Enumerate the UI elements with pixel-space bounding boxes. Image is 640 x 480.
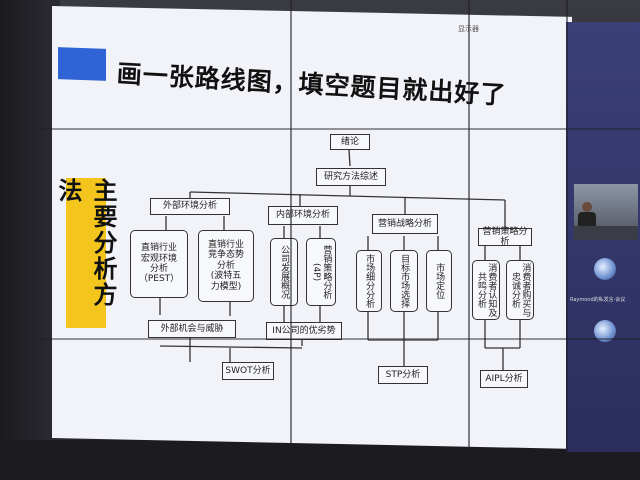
node-positioning: 市场定位 (426, 250, 452, 312)
participant-desk (574, 226, 638, 240)
node-methods: 研究方法综述 (316, 168, 386, 186)
node-company: 公司发展概况 (270, 238, 298, 306)
node-awareness: 消费者认知及共鸣分析 (472, 260, 500, 320)
globe-avatar-icon (594, 320, 616, 342)
node-pest: 直销行业 宏观环境 分析 （PEST） (130, 230, 188, 298)
left-wall-edge (0, 0, 60, 480)
screen-bezel-horizontal (40, 128, 640, 130)
node-purchase: 消费者购买与忠诚分析 (506, 260, 534, 320)
node-intro: 绪论 (330, 134, 370, 150)
node-opportunities: 外部机会与威胁 (148, 320, 236, 338)
screen-bezel-horizontal (40, 338, 640, 340)
node-target: 目标市场选择 (390, 250, 418, 312)
screen-bezel-vertical (566, 0, 568, 480)
node-segmentation: 市场细分分析 (356, 250, 382, 312)
participant-head (582, 202, 592, 212)
screen-bezel-vertical (468, 0, 470, 480)
node-marketing4p: 营销策略分析(4P) (306, 238, 336, 306)
meeting-caption: Raymond的私发言·会议 (570, 297, 626, 303)
node-porter: 直销行业 竞争态势 分析 (波特五 力模型) (198, 230, 254, 302)
camera-feed-participant (574, 184, 638, 240)
side-label-text: 主要分析方法 (54, 178, 117, 308)
node-internal: 内部环境分析 (268, 206, 338, 225)
globe-avatar-icon (594, 258, 616, 280)
node-tactics: 营销策略分析 (478, 227, 532, 247)
node-aipl: AIPL分析 (480, 370, 528, 388)
node-swot: SWOT分析 (222, 362, 274, 380)
node-external: 外部环境分析 (150, 198, 230, 215)
node-strategy: 营销战略分析 (372, 214, 438, 234)
screen-bezel-vertical (290, 0, 292, 480)
node-advantages: IN公司的优劣势 (266, 322, 342, 340)
node-stp: STP分析 (378, 366, 428, 384)
side-label-box: 主要分析方法 (54, 178, 117, 328)
